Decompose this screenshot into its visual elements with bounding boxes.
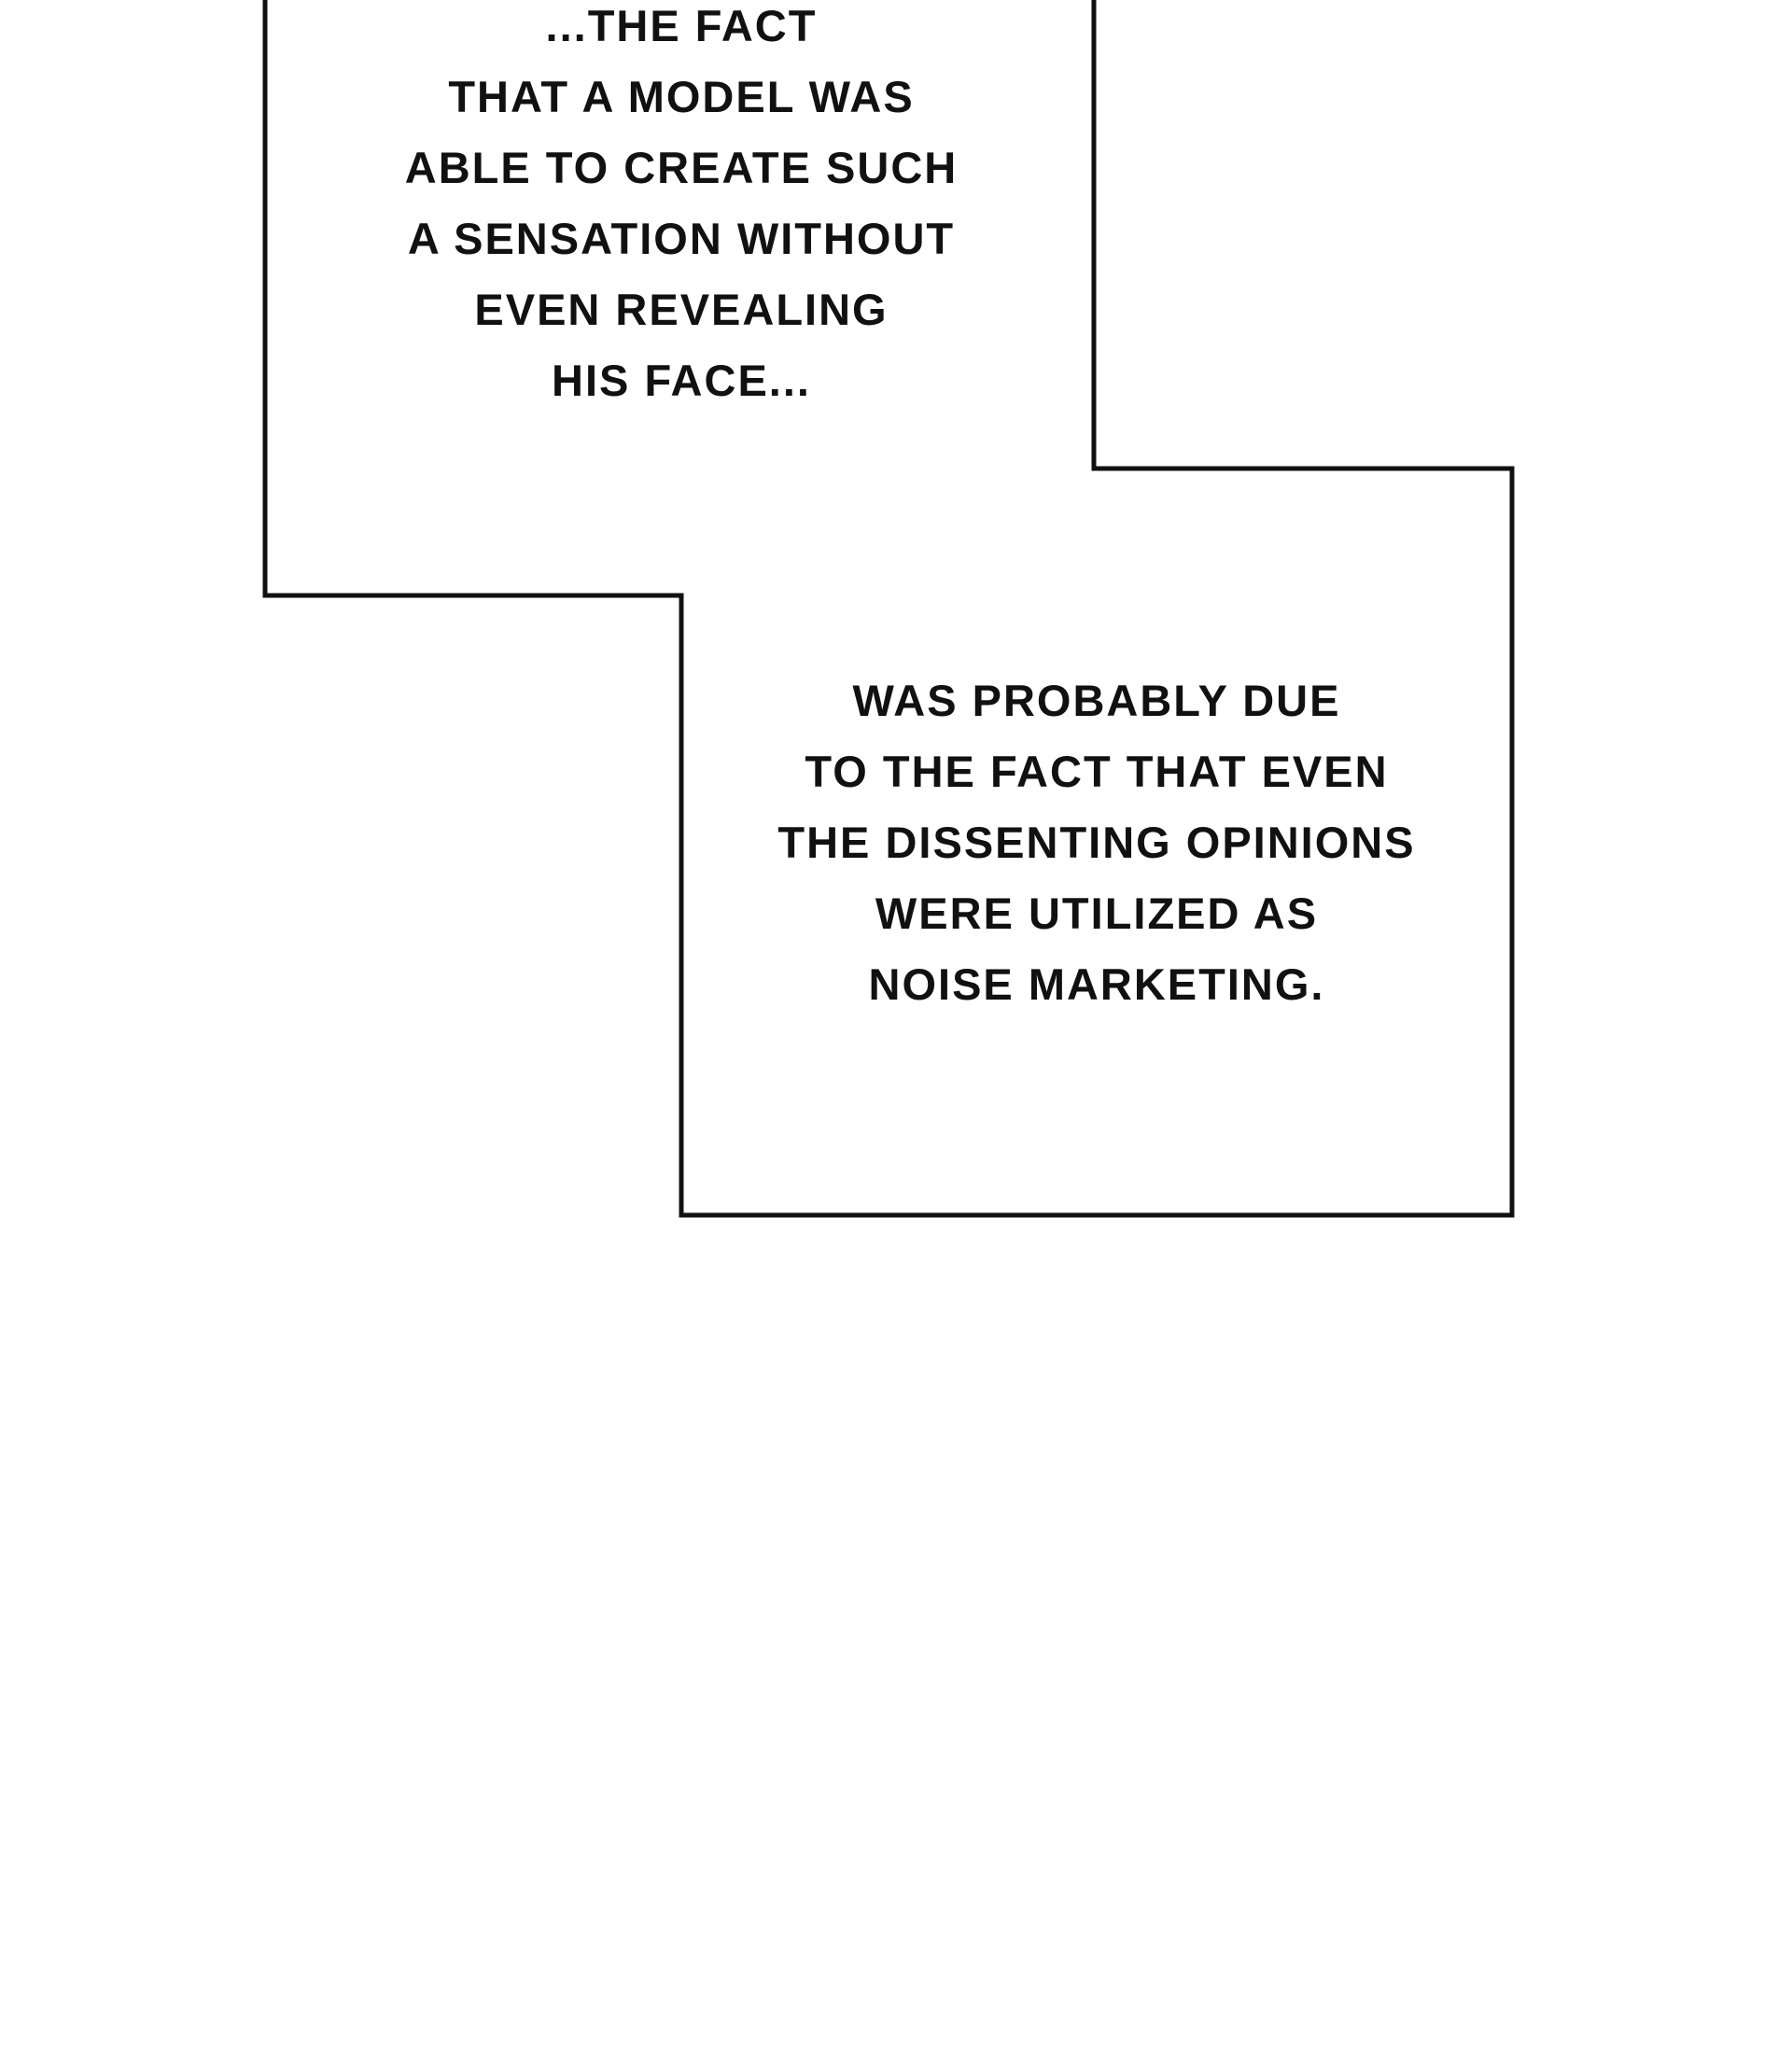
caption-line: ABLE TO CREATE SUCH [404, 143, 959, 192]
caption-line: HIS FACE... [552, 356, 811, 405]
caption-line: EVEN REVEALING [474, 285, 889, 334]
caption-line: WAS PROBABLY DUE [852, 676, 1341, 725]
caption-line: A SENSATION WITHOUT [407, 214, 956, 263]
caption-line: NOISE MARKETING. [868, 959, 1325, 1009]
caption-line: ...THE FACT [545, 1, 818, 50]
caption-line: THE DISSENTING OPINIONS [777, 818, 1416, 867]
caption-line: WERE UTILIZED AS [875, 889, 1319, 938]
narration-caption-1: ...THE FACT THAT A MODEL WAS ABLE TO CRE… [308, 0, 1055, 416]
caption-line: THAT A MODEL WAS [448, 72, 915, 121]
caption-line: TO THE FACT THAT EVEN [805, 747, 1389, 796]
narration-caption-2: WAS PROBABLY DUE TO THE FACT THAT EVEN T… [723, 665, 1470, 1020]
